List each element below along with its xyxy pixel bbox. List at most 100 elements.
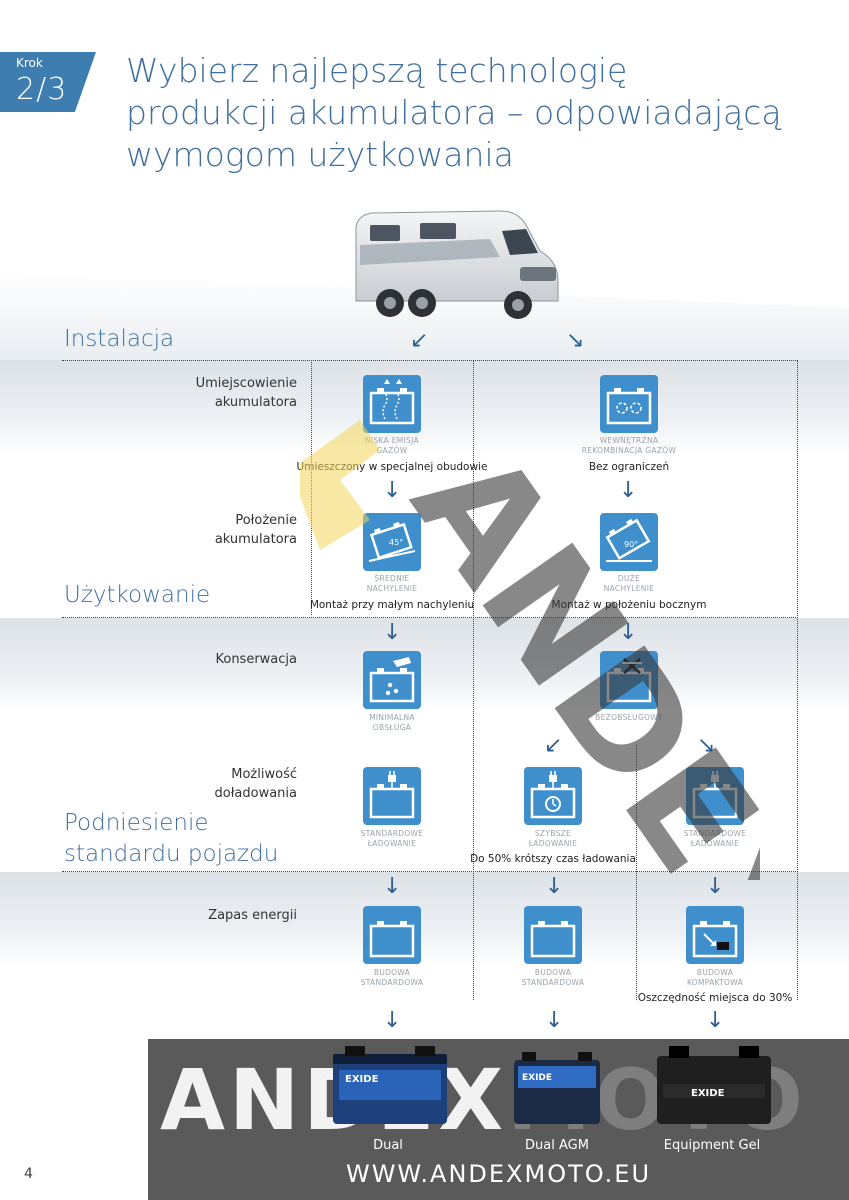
row-label-reserve: Zapas energii — [208, 908, 297, 923]
fast-charging-icon — [524, 767, 582, 825]
row-label-position-line-1: Położenie — [235, 513, 297, 528]
caption-line-1: BUDOWA — [373, 968, 411, 977]
caption-line-2: ŁADOWANIE — [367, 839, 417, 848]
svg-text:90°: 90° — [624, 540, 638, 549]
note-internal-recombination: Bez ograniczeń — [588, 461, 670, 473]
row-label-maintenance: Konserwacja — [215, 652, 297, 667]
caption-line-1: WEWNĘTRZNA — [599, 436, 659, 445]
caption-line-1: BUDOWA — [534, 968, 572, 977]
caption-internal-recombination: WEWNĘTRZNA REKOMBINACJA GAZÓW — [554, 436, 704, 456]
caption-line-1: STANDARDOWE — [683, 829, 747, 838]
grid-line-v-mid — [473, 360, 474, 1000]
product-dual-agm: Dual AGM — [525, 1138, 589, 1153]
arrow-down-icon: ↓ — [545, 874, 564, 899]
row-label-placement: Umiejscowienie akumulatora — [62, 374, 297, 412]
row-label-recharge: Możliwość doładowania — [62, 765, 298, 803]
caption-line-2: NACHYLENIE — [366, 584, 418, 593]
caption-line-1: STANDARDOWE — [360, 829, 424, 838]
caption-standard-build-2: BUDOWA STANDARDOWA — [478, 968, 628, 988]
battery-dual-image: EXIDE — [333, 1046, 447, 1124]
caption-line-1: ŚREDNIE — [374, 574, 410, 583]
headline-line-3: wymogom użytkowania — [126, 135, 514, 174]
high-tilt-icon: 90° — [600, 513, 658, 571]
caption-line-1: NISKA EMISJA — [365, 436, 419, 445]
arrow-down-left-icon: ↙ — [544, 733, 563, 758]
section-installation: Instalacja — [64, 326, 175, 352]
arrow-down-icon: ↓ — [383, 478, 402, 503]
svg-text:EXIDE: EXIDE — [691, 1088, 725, 1099]
svg-text:45°: 45° — [389, 538, 403, 547]
caption-line-1: DUŻE — [617, 574, 641, 583]
step-number: 2/3 — [16, 72, 68, 107]
arrow-down-right-icon: ↘ — [566, 328, 585, 353]
caption-line-2: OBSŁUGA — [372, 723, 412, 732]
caption-line-1: BUDOWA — [696, 968, 734, 977]
step-word: Krok — [16, 56, 43, 70]
standard-charging-icon — [363, 767, 421, 825]
medium-tilt-icon: 45° — [363, 513, 421, 571]
caption-standard-charging-2: STANDARDOWE ŁADOWANIE — [640, 829, 790, 849]
caption-line-2: STANDARDOWA — [521, 978, 585, 987]
svg-text:EXIDE: EXIDE — [522, 1073, 552, 1083]
banner-url[interactable]: WWW.ANDEXMOTO.EU — [345, 1160, 652, 1188]
section-upgrade-line-1: Podniesienie — [64, 810, 209, 836]
arrow-down-icon: ↓ — [383, 874, 402, 899]
caption-line-2: GAZÓW — [376, 446, 408, 455]
camper-illustration — [355, 210, 559, 319]
row-label-placement-line-1: Umiejscowienie — [195, 376, 297, 391]
caption-line-1: MINIMALNA — [369, 713, 415, 722]
section-upgrade-line-2: standardu pojazdu — [64, 841, 279, 867]
grid-line-v-right — [636, 745, 637, 1000]
headline-line-1: Wybierz najlepszą technologię — [126, 51, 628, 90]
compact-build-icon — [686, 906, 744, 964]
arrow-down-icon: ↓ — [706, 1008, 725, 1033]
arrow-down-icon: ↓ — [619, 620, 638, 645]
note-low-gas: Umieszczony w specjalnej obudowie — [296, 461, 488, 473]
grid-line-top — [62, 360, 798, 361]
row-label-placement-line-2: akumulatora — [214, 395, 297, 410]
caption-line-1: SZYBSZE — [534, 829, 572, 838]
arrow-down-left-icon: ↙ — [410, 328, 429, 353]
caption-line-2: ŁADOWANIE — [528, 839, 578, 848]
note-compact-build: Oszczędność miejsca do 30% — [637, 992, 793, 1004]
caption-line-2: REKOMBINACJA GAZÓW — [581, 446, 677, 455]
internal-recombination-icon — [600, 375, 658, 433]
arrow-down-right-icon: ↘ — [697, 733, 716, 758]
band-usage — [0, 618, 849, 713]
battery-dual-agm-image: EXIDE — [514, 1052, 600, 1124]
caption-line-2: ŁADOWANIE — [690, 839, 740, 848]
arrow-down-icon: ↓ — [619, 478, 638, 503]
caption-line-2: NACHYLENIE — [603, 584, 655, 593]
grid-line-usage — [62, 617, 798, 618]
caption-medium-tilt: ŚREDNIE NACHYLENIE — [317, 574, 467, 594]
arrow-down-icon: ↓ — [383, 1008, 402, 1033]
caption-fast-charging: SZYBSZE ŁADOWANIE — [478, 829, 628, 849]
step-badge: Krok 2/3 — [0, 52, 96, 112]
grid-line-v-edge — [797, 360, 798, 1000]
product-dual: Dual — [373, 1138, 403, 1153]
low-gas-emission-icon — [363, 375, 421, 433]
arrow-down-icon: ↓ — [545, 1008, 564, 1033]
section-usage: Użytkowanie — [64, 582, 211, 608]
caption-standard-charging: STANDARDOWE ŁADOWANIE — [317, 829, 467, 849]
row-label-position: Położenie akumulatora — [62, 511, 297, 549]
standard-build-icon — [363, 906, 421, 964]
section-upgrade: Podniesienie standardu pojazdu — [64, 808, 278, 870]
caption-high-tilt: DUŻE NACHYLENIE — [554, 574, 704, 594]
caption-line-1: BEZOBSŁUGOWY — [595, 713, 663, 722]
standard-build-icon — [524, 906, 582, 964]
battery-equipment-gel-image: EXIDE — [657, 1046, 771, 1124]
page-title: Wybierz najlepszą technologię produkcji … — [126, 50, 826, 176]
caption-standard-build: BUDOWA STANDARDOWA — [317, 968, 467, 988]
note-medium-tilt: Montaż przy małym nachyleniu — [309, 599, 475, 611]
note-high-tilt: Montaż w położeniu bocznym — [551, 599, 707, 611]
standard-charging-icon — [686, 767, 744, 825]
grid-line-upgrade — [62, 871, 798, 872]
arrow-down-icon: ↓ — [383, 620, 402, 645]
row-label-recharge-line-1: Możliwość — [231, 767, 297, 782]
grid-line-v-left — [311, 360, 312, 615]
band-installation — [0, 360, 849, 455]
arrow-down-icon: ↓ — [706, 874, 725, 899]
caption-compact-build: BUDOWA KOMPAKTOWA — [640, 968, 790, 988]
row-label-position-line-2: akumulatora — [214, 532, 297, 547]
